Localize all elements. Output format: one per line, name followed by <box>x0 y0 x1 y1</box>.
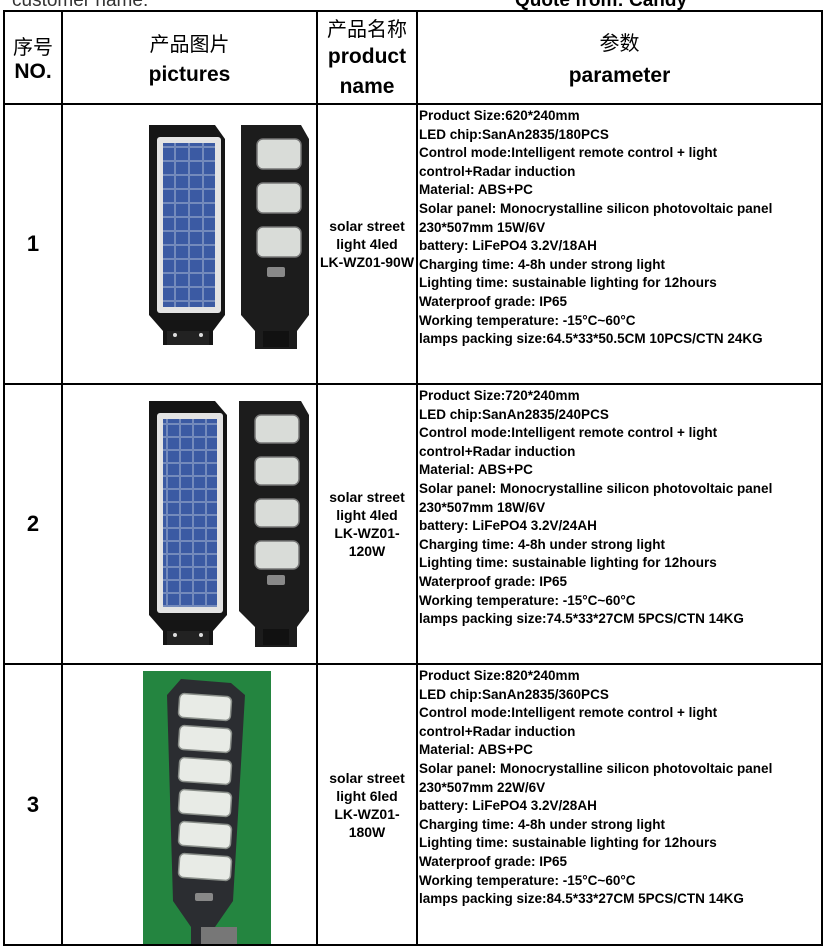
param-line: Working temperature: -15°C~60°C <box>419 872 636 888</box>
param-line: Control mode:Intelligent remote control … <box>419 145 718 161</box>
quotation-table: 序号 NO. 产品图片 pictures 产品名称 product name 参… <box>3 10 823 946</box>
product-name-line: light 4led <box>336 236 398 252</box>
param-line: LED chip:SanAn2835/360PCS <box>419 686 609 702</box>
product-name-cell: solar street light 6led LK-WZ01- 180W <box>316 663 418 946</box>
param-line: Product Size:620*240mm <box>419 108 580 123</box>
solar-street-light-4led-image <box>149 125 309 349</box>
product-name-line: solar street <box>329 489 405 505</box>
param-line: Product Size:720*240mm <box>419 388 580 403</box>
header-no: 序号 NO. <box>3 10 63 105</box>
product-picture-cell <box>61 663 318 946</box>
header-pictures-en: pictures <box>148 63 231 86</box>
param-line: Solar panel: Monocrystalline silicon pho… <box>419 200 773 216</box>
param-line: Working temperature: -15°C~60°C <box>419 592 636 608</box>
row-number: 2 <box>3 383 63 665</box>
param-line: Solar panel: Monocrystalline silicon pho… <box>419 480 773 496</box>
product-name-line: solar street <box>329 218 405 234</box>
param-line: 230*507mm 22W/6V <box>419 779 546 795</box>
param-line: control+Radar induction <box>419 163 576 179</box>
param-line: Charging time: 4-8h under strong light <box>419 256 665 272</box>
param-line: lamps packing size:74.5*33*27CM 5PCS/CTN… <box>419 611 744 627</box>
table-row: 1 <box>3 103 823 385</box>
solar-street-light-6led-photo <box>143 671 271 944</box>
table-header-row: 序号 NO. 产品图片 pictures 产品名称 product name 参… <box>3 10 823 105</box>
top-header-strip: customer name: Quote from: Candy <box>0 0 823 10</box>
param-line: Working temperature: -15°C~60°C <box>419 312 636 328</box>
param-line: battery: LiFePO4 3.2V/24AH <box>419 518 597 534</box>
parameter-cell: Product Size:720*240mm LED chip:SanAn283… <box>416 383 823 665</box>
param-line: Material: ABS+PC <box>419 182 533 198</box>
header-name-cn: 产品名称 <box>327 19 407 41</box>
product-name-line: solar street <box>329 769 405 786</box>
param-line: Charging time: 4-8h under strong light <box>419 536 665 552</box>
param-line: LED chip:SanAn2835/180PCS <box>419 126 609 142</box>
header-parameter: 参数 parameter <box>416 10 823 105</box>
product-name-line: LK-WZ01- <box>334 525 400 541</box>
product-picture-cell <box>61 103 318 385</box>
param-line: Waterproof grade: IP65 <box>419 293 568 309</box>
product-name-line: 180W <box>348 823 386 840</box>
param-line: LED chip:SanAn2835/240PCS <box>419 406 609 422</box>
param-line: Lighting time: sustainable lighting for … <box>419 555 717 571</box>
header-name-en: product name <box>327 45 407 98</box>
param-line: Product Size:820*240mm <box>419 668 580 683</box>
row-number: 1 <box>3 103 63 385</box>
solar-street-light-4led-120w-image <box>149 401 309 647</box>
param-line: Material: ABS+PC <box>419 742 533 758</box>
product-name-cell: solar street light 4led LK-WZ01- 120W <box>316 383 418 665</box>
product-name-line: light 6led <box>336 787 398 804</box>
param-line: Control mode:Intelligent remote control … <box>419 425 718 441</box>
table-row: 3 solar street light 6led <box>3 663 823 946</box>
header-param-cn: 参数 <box>599 33 640 55</box>
header-param-en: parameter <box>568 64 671 87</box>
param-line: control+Radar induction <box>419 443 576 459</box>
parameter-cell: Product Size:620*240mm LED chip:SanAn283… <box>416 103 823 385</box>
quote-from-label: Quote from: Candy <box>515 0 687 10</box>
product-name-line: 120W <box>348 543 386 559</box>
product-name-line: LK-WZ01-90W <box>319 254 415 270</box>
param-line: Charging time: 4-8h under strong light <box>419 816 665 832</box>
parameter-cell: Product Size:820*240mm LED chip:SanAn283… <box>416 663 823 946</box>
param-line: battery: LiFePO4 3.2V/18AH <box>419 238 597 254</box>
param-line: Lighting time: sustainable lighting for … <box>419 835 717 851</box>
param-line: Waterproof grade: IP65 <box>419 573 568 589</box>
param-line: Material: ABS+PC <box>419 462 533 478</box>
param-line: battery: LiFePO4 3.2V/28AH <box>419 798 597 814</box>
header-no-cn: 序号 <box>13 37 53 59</box>
param-line: lamps packing size:64.5*33*50.5CM 10PCS/… <box>419 331 763 347</box>
product-name-line: light 4led <box>336 507 398 523</box>
header-product-name: 产品名称 product name <box>316 10 418 105</box>
table-row: 2 <box>3 383 823 665</box>
customer-name-label: customer name: <box>12 0 148 10</box>
param-line: 230*507mm 18W/6V <box>419 499 546 515</box>
header-pictures: 产品图片 pictures <box>61 10 318 105</box>
product-picture-cell <box>61 383 318 665</box>
param-line: Waterproof grade: IP65 <box>419 853 568 869</box>
param-line: control+Radar induction <box>419 723 576 739</box>
param-line: Lighting time: sustainable lighting for … <box>419 275 717 291</box>
param-line: lamps packing size:84.5*33*27CM 5PCS/CTN… <box>419 891 744 907</box>
header-no-en: NO. <box>14 60 52 83</box>
row-number: 3 <box>3 663 63 946</box>
product-name-cell: solar street light 4led LK-WZ01-90W <box>316 103 418 385</box>
param-line: 230*507mm 15W/6V <box>419 219 546 235</box>
header-pictures-cn: 产品图片 <box>149 34 230 56</box>
param-line: Control mode:Intelligent remote control … <box>419 705 718 721</box>
product-name-line: LK-WZ01- <box>334 805 400 822</box>
param-line: Solar panel: Monocrystalline silicon pho… <box>419 760 773 776</box>
